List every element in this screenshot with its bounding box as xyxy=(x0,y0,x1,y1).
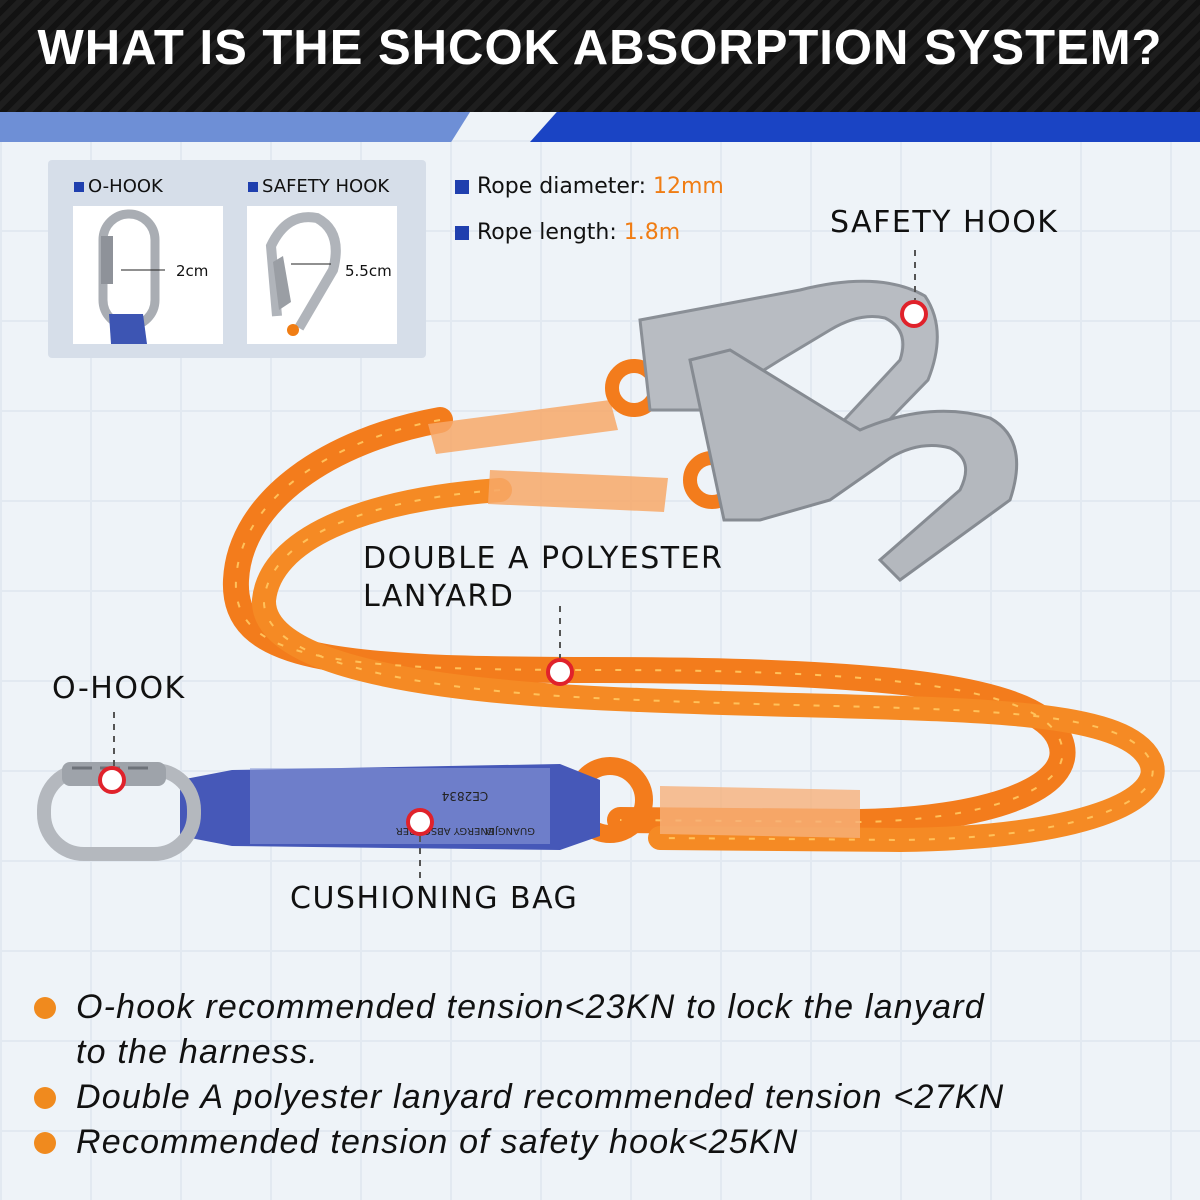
o-hook-dimension: 2cm xyxy=(176,262,209,280)
lanyard-marker xyxy=(546,658,574,686)
orange-dot-icon xyxy=(34,1132,56,1154)
tension-note-o-hook: O-hook recommended tension<23KN to lock … xyxy=(34,985,1174,1075)
safety-hook-lower xyxy=(688,348,1019,582)
safety-hook-closeup: 5.5cm xyxy=(247,206,397,344)
square-bullet-icon xyxy=(248,182,258,192)
spec-rope-diameter: Rope diameter: 12mm xyxy=(455,174,724,199)
square-bullet-icon xyxy=(455,226,469,240)
tension-note-safety-hook: Recommended tension of safety hook<25KN xyxy=(34,1120,1174,1165)
square-bullet-icon xyxy=(455,180,469,194)
rope-sleeve-bottom xyxy=(660,786,860,838)
o-hook-closeup-icon xyxy=(98,209,165,344)
o-hook-panel-label: O-HOOK xyxy=(74,176,163,197)
callout-o-hook: O-HOOK xyxy=(52,671,186,706)
absorber-label-text: ENERGY ABSORBER xyxy=(396,825,494,836)
o-hook-marker xyxy=(98,766,126,794)
callout-safety-hook: SAFETY HOOK xyxy=(830,205,1059,240)
absorber-ce-mark: CE2834 xyxy=(442,789,489,803)
o-hook-closeup: 2cm xyxy=(73,206,223,344)
callout-cushioning-bag: CUSHIONING BAG xyxy=(290,881,579,916)
accent-stripe-light xyxy=(0,112,470,142)
safety-hook-closeup-icon xyxy=(265,212,341,336)
safety-hook-panel-label: SAFETY HOOK xyxy=(248,176,389,197)
safety-hook-upper xyxy=(638,279,939,453)
accent-stripe-dark xyxy=(530,112,1200,142)
orange-dot-icon xyxy=(34,997,56,1019)
callout-lanyard-line2: LANYARD xyxy=(363,579,515,614)
absorber-brand-text: GUANGJIA xyxy=(485,825,535,836)
spec-rope-length: Rope length: 1.8m xyxy=(455,220,680,245)
shock-absorber-bag xyxy=(180,764,600,850)
cushioning-bag-marker xyxy=(406,808,434,836)
header-banner: WHAT IS THE SHCOK ABSORPTION SYSTEM? xyxy=(0,0,1200,112)
rope-sleeve-lower xyxy=(488,470,668,512)
safety-hook-dimension: 5.5cm xyxy=(345,262,392,280)
square-bullet-icon xyxy=(74,182,84,192)
lanyard-product-photo: ENERGY ABSORBER GUANGJIA CE2834 xyxy=(37,250,1165,878)
tension-notes: O-hook recommended tension<23KN to lock … xyxy=(34,985,1174,1165)
safety-hook-marker xyxy=(900,300,928,328)
orange-dot-icon xyxy=(34,1087,56,1109)
hook-dimension-panel: O-HOOK SAFETY HOOK 2cm 5.5cm xyxy=(48,160,426,358)
page-title: WHAT IS THE SHCOK ABSORPTION SYSTEM? xyxy=(37,21,1163,75)
tension-note-lanyard: Double A polyester lanyard recommended t… xyxy=(34,1075,1174,1120)
callout-lanyard: DOUBLE A POLYESTER LANYARD xyxy=(363,540,723,616)
rope-sleeve-upper xyxy=(428,400,618,454)
callout-lanyard-line1: DOUBLE A POLYESTER xyxy=(363,541,724,576)
